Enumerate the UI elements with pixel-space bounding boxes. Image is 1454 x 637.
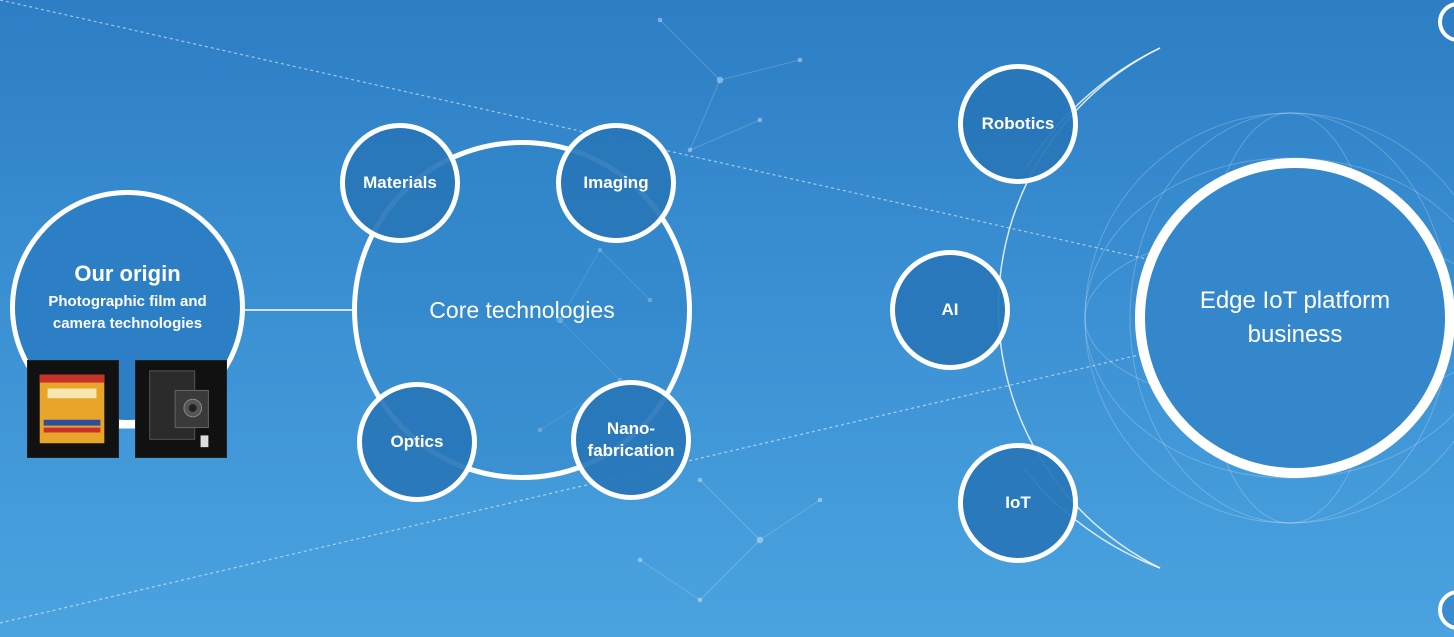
edge-iot-label-line1: Edge IoT platform: [1199, 287, 1391, 314]
iot-label: IoT: [1005, 493, 1031, 512]
nanofabrication-label-line2: fabrication: [587, 441, 675, 460]
iot-node: IoT: [958, 443, 1078, 563]
robotics-label: Robotics: [981, 114, 1055, 133]
imaging-label: Imaging: [583, 173, 649, 192]
film-box-image: [27, 360, 119, 458]
materials-label: Materials: [363, 173, 437, 192]
perspective-lines: [0, 0, 1160, 623]
folding-camera-image: [135, 360, 227, 458]
core-technologies-label: Core technologies: [429, 296, 615, 323]
optics-node: Optics: [357, 382, 477, 502]
origin-subtitle-line2: camera technologies: [52, 314, 203, 332]
edge-iot-label-line2: business: [1247, 321, 1343, 348]
optics-label: Optics: [390, 432, 444, 451]
ai-label: AI: [941, 300, 959, 319]
nanofabrication-node: Nano- fabrication: [571, 380, 691, 500]
materials-node: Materials: [340, 123, 460, 243]
nanofabrication-label-line1: Nano-: [606, 419, 656, 438]
ai-node: AI: [890, 250, 1010, 370]
robotics-node: Robotics: [958, 64, 1078, 184]
origin-title: Our origin: [74, 260, 181, 286]
imaging-node: Imaging: [556, 123, 676, 243]
origin-subtitle-line1: Photographic film and: [48, 292, 207, 310]
edge-iot-platform-circle: Edge IoT platform business: [1135, 158, 1454, 478]
